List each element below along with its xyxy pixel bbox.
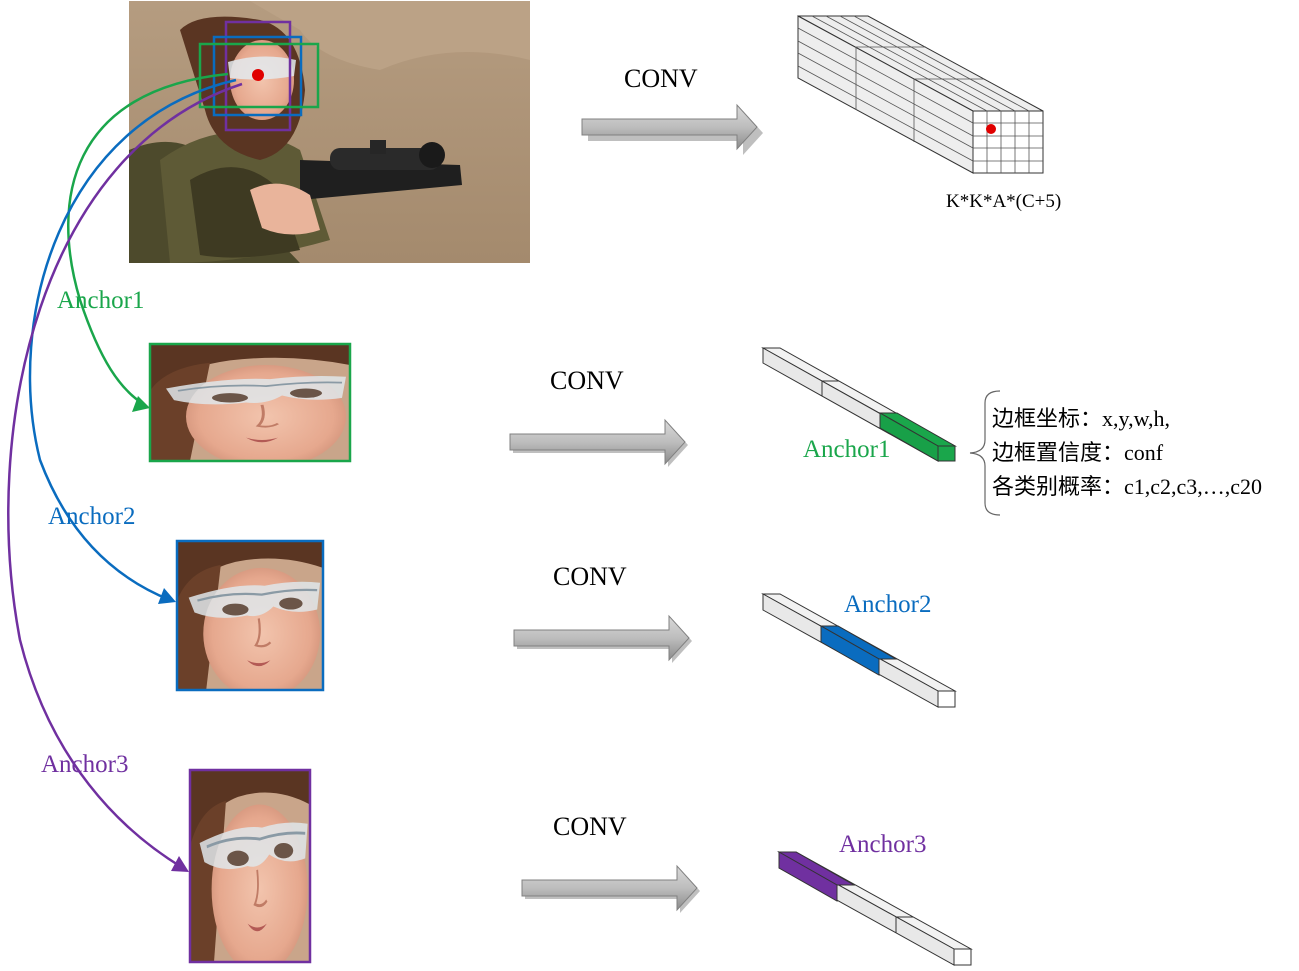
conv-arrow-3	[521, 864, 700, 913]
conv-arrow-top	[581, 103, 763, 155]
main-photo	[129, 1, 530, 263]
anchor1-side-label: Anchor1	[57, 287, 145, 314]
anchor2-vector-bar	[761, 593, 957, 708]
anchor1-curve-arrow	[67, 72, 229, 407]
tensor-center-point	[986, 124, 996, 134]
anchor3-bar-label: Anchor3	[839, 831, 927, 858]
anchor2-bar-label: Anchor2	[844, 591, 932, 618]
conv-arrow-2	[513, 614, 692, 663]
anchor1-vector-bar	[761, 347, 957, 462]
conv-arrow-1	[509, 418, 688, 467]
conv-label-3: CONV	[553, 812, 627, 841]
anchor1-arrowhead	[132, 396, 150, 412]
attribute-brace	[969, 390, 1001, 516]
anchor3-vector-bar	[777, 851, 973, 966]
attribute-line-confidence: 边框置信度：conf	[992, 440, 1164, 465]
conv-label-1: CONV	[550, 366, 624, 395]
anchor2-side-label: Anchor2	[48, 503, 136, 530]
anchor1-face-crop	[148, 342, 352, 463]
anchor2-curve-arrow	[28, 78, 237, 602]
anchor3-curve-arrow	[7, 82, 243, 870]
anchor2-arrowhead	[158, 588, 176, 604]
attribute-line-box-coords: 边框坐标：x,y,w,h,	[992, 406, 1171, 431]
tensor-formula: K*K*A*(C+5)	[946, 191, 1062, 212]
anchor3-arrowhead	[171, 856, 189, 872]
conv-label-top: CONV	[624, 64, 698, 93]
anchor3-face-crop	[188, 768, 312, 964]
attribute-line-class-probs: 各类别概率：c1,c2,c3,…,c20	[992, 474, 1263, 499]
anchor2-face-crop	[175, 539, 325, 692]
anchor3-side-label: Anchor3	[41, 751, 129, 778]
anchor3-box	[224, 20, 292, 132]
output-tensor	[797, 15, 1044, 174]
conv-label-2: CONV	[553, 562, 627, 591]
anchor1-bar-label: Anchor1	[803, 436, 891, 463]
anchor1-box	[198, 42, 320, 109]
center-point	[252, 69, 264, 81]
